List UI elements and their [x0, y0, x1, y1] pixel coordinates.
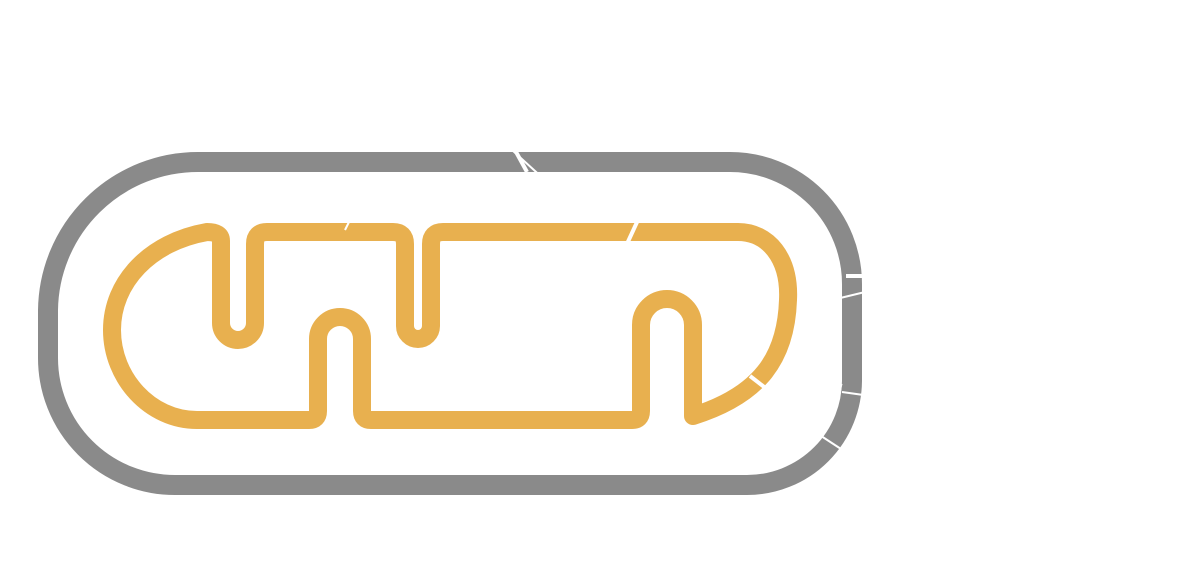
- leader-line-matrix: [344, 199, 361, 231]
- inner-membrane-gap: [748, 374, 770, 392]
- inner-membrane: [103, 223, 798, 429]
- inner-membrane-gap: [624, 219, 640, 247]
- leader-line-inner: [639, 189, 651, 223]
- leader-line-right-1: [829, 157, 883, 186]
- leader-line-right-3: [841, 391, 886, 399]
- outer-membrane: [38, 152, 862, 495]
- outer-membrane-gap: [792, 412, 814, 432]
- leader-line-right-2: [831, 285, 891, 301]
- leader-line-top-tick: [499, 139, 513, 151]
- outer-membrane-gap: [817, 378, 843, 388]
- leader-line-top: [511, 149, 581, 213]
- leader-line-right-4: [811, 429, 871, 469]
